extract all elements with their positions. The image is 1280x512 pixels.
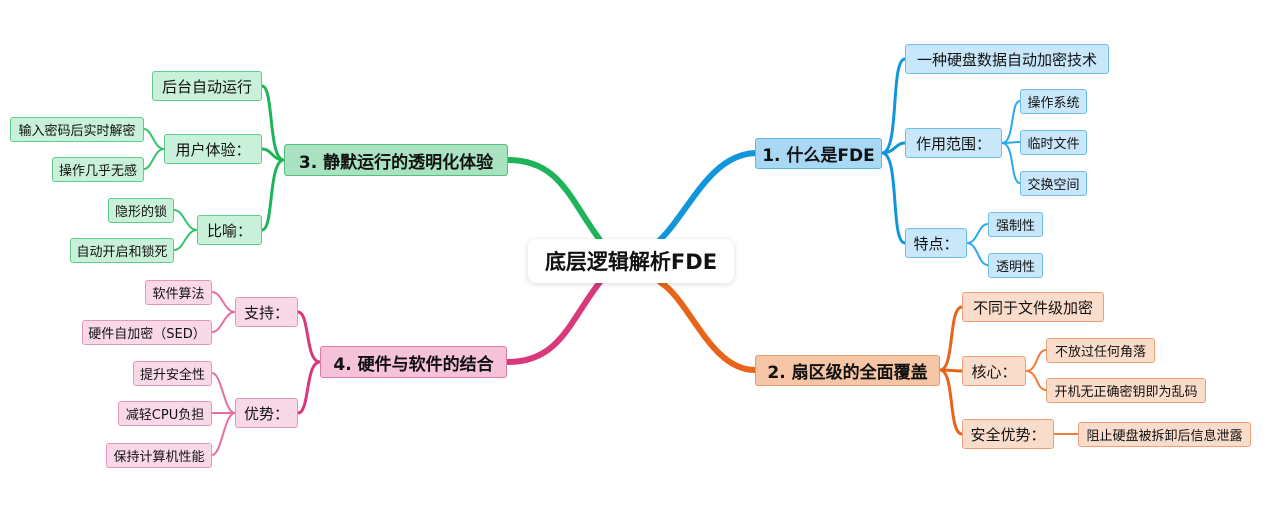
link-ux-2 <box>143 148 165 170</box>
ux-item-1[interactable]: 输入密码后实时解密 <box>10 117 144 142</box>
link-scope-swap <box>1001 142 1021 184</box>
link-fde-definition <box>880 57 907 155</box>
support-item-1[interactable]: 软件算法 <box>145 280 212 305</box>
feature-item-transparent[interactable]: 透明性 <box>988 253 1043 278</box>
root-topic[interactable]: 底层逻辑解析FDE <box>528 239 734 283</box>
topic-silent-experience[interactable]: 3. 静默运行的透明化体验 <box>284 144 508 176</box>
link-sup-2 <box>211 311 236 333</box>
silent-background[interactable]: 后台自动运行 <box>152 71 262 101</box>
fde-definition[interactable]: 一种硬盘数据自动加密技术 <box>905 44 1109 74</box>
link-core-1 <box>1025 349 1047 372</box>
fde-features-label[interactable]: 特点： <box>905 228 967 258</box>
topic-what-is-fde[interactable]: 1. 什么是FDE <box>755 138 882 169</box>
link-scope-os <box>1001 100 1021 144</box>
core-item-2[interactable]: 开机无正确密钥即为乱码 <box>1046 378 1206 403</box>
feature-item-mandatory[interactable]: 强制性 <box>988 212 1043 237</box>
sector-diff[interactable]: 不同于文件级加密 <box>962 292 1104 322</box>
link-hwsw-adv <box>296 360 322 415</box>
link-ux-1 <box>143 128 165 150</box>
hwsw-advantage-label[interactable]: 优势： <box>235 398 298 428</box>
link-sector-diff <box>938 305 964 372</box>
topic-hardware-software[interactable]: 4. 硬件与软件的结合 <box>320 346 507 378</box>
link-feat-1 <box>966 223 989 244</box>
security-item-1[interactable]: 阻止硬盘被拆卸后信息泄露 <box>1078 422 1251 447</box>
metaphor-item-1[interactable]: 隐形的锁 <box>108 198 174 223</box>
scope-item-os[interactable]: 操作系统 <box>1020 89 1087 114</box>
link-silent-bg <box>260 84 286 162</box>
silent-metaphor-label[interactable]: 比喻： <box>197 215 262 245</box>
link-sector-security <box>938 368 964 436</box>
topic-sector-coverage[interactable]: 2. 扇区级的全面覆盖 <box>755 355 940 386</box>
advantage-item-2[interactable]: 减轻CPU负担 <box>118 401 212 426</box>
ux-item-2[interactable]: 操作几乎无感 <box>52 157 144 182</box>
link-adv-3 <box>211 412 236 456</box>
core-item-1[interactable]: 不放过任何角落 <box>1046 338 1155 363</box>
fde-scope-label[interactable]: 作用范围： <box>905 128 1002 158</box>
link-root-sector <box>657 279 758 373</box>
link-root-hwsw <box>505 279 603 365</box>
link-hwsw-support <box>296 310 322 364</box>
link-fde-scope <box>880 141 907 155</box>
link-root-silent <box>505 157 603 243</box>
sector-core-label[interactable]: 核心： <box>962 356 1026 386</box>
silent-ux-label[interactable]: 用户体验： <box>164 134 262 164</box>
support-item-2[interactable]: 硬件自加密（SED） <box>82 320 212 345</box>
metaphor-item-2[interactable]: 自动开启和锁死 <box>70 238 174 263</box>
link-silent-metaphor <box>260 158 286 232</box>
link-fde-features <box>880 151 907 245</box>
sector-security-label[interactable]: 安全优势： <box>962 419 1054 449</box>
scope-item-temp[interactable]: 临时文件 <box>1020 130 1087 155</box>
link-silent-ux <box>260 147 286 162</box>
hwsw-support-label[interactable]: 支持： <box>235 297 298 327</box>
scope-item-swap[interactable]: 交换空间 <box>1020 171 1087 196</box>
advantage-item-1[interactable]: 提升安全性 <box>133 361 212 386</box>
link-adv-1 <box>211 372 236 414</box>
link-met-1 <box>173 209 198 231</box>
link-feat-2 <box>966 242 989 266</box>
link-root-fde <box>657 150 758 243</box>
link-sup-1 <box>211 291 236 313</box>
link-met-2 <box>173 229 198 251</box>
link-core-2 <box>1025 370 1047 391</box>
advantage-item-3[interactable]: 保持计算机性能 <box>106 443 212 468</box>
